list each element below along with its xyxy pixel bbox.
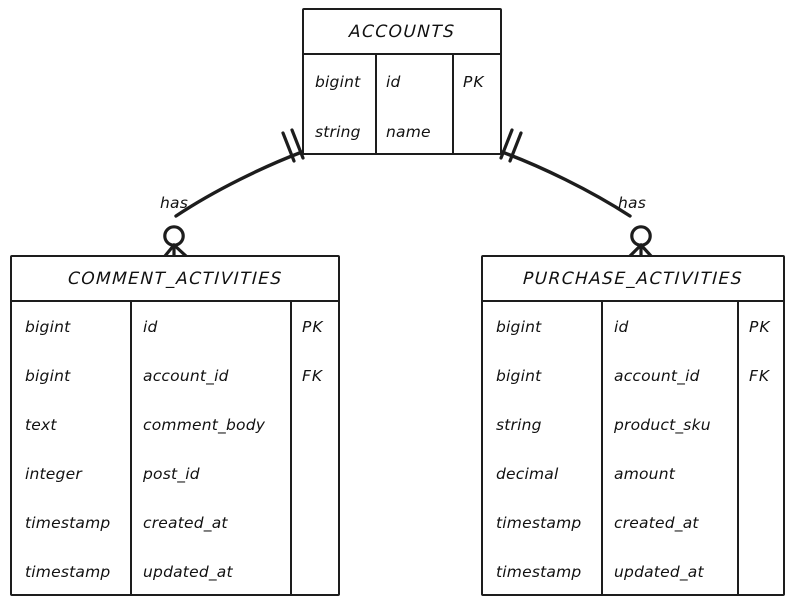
cell-name: name (386, 123, 431, 141)
cell-key: FK (302, 367, 324, 385)
cell-name: comment_body (143, 416, 266, 434)
relationship-label-right: has (618, 194, 646, 212)
cardinality-zero-or-many-right (628, 225, 653, 258)
column-divider-type-name (601, 302, 603, 594)
cell-name: id (143, 318, 158, 336)
entity-accounts[interactable]: ACCOUNTS bigint id PK string name (302, 8, 502, 155)
relationship-label-left: has (160, 194, 188, 212)
column-divider-name-key (737, 302, 739, 594)
cell-key: PK (302, 318, 324, 336)
entity-purchase-activities-title: PURCHASE_ACTIVITIES (522, 268, 744, 289)
entity-comment-activities-header: COMMENT_ACTIVITIES (12, 257, 338, 302)
cell-name: post_id (143, 465, 200, 483)
cardinality-zero-or-many-left (163, 225, 188, 258)
cell-type: bigint (25, 318, 71, 336)
column-divider-name-key (452, 55, 454, 153)
cell-name: created_at (614, 514, 699, 532)
cell-type: bigint (496, 318, 542, 336)
cell-type: integer (25, 465, 82, 483)
cell-name: account_id (143, 367, 229, 385)
cell-key: PK (463, 73, 485, 91)
cell-key: FK (749, 367, 771, 385)
cell-name: updated_at (614, 563, 704, 581)
cell-type: string (496, 416, 542, 434)
entity-accounts-header: ACCOUNTS (304, 10, 500, 55)
relationship-accounts-purchase-activities[interactable] (499, 128, 653, 258)
cell-type: decimal (496, 465, 559, 483)
cardinality-exactly-one-right (499, 128, 523, 163)
cell-type: bigint (315, 73, 361, 91)
cell-name: product_sku (614, 416, 711, 434)
cell-type: timestamp (496, 563, 582, 581)
relationship-line-left (174, 150, 304, 218)
relationship-accounts-comment-activities[interactable] (163, 128, 305, 258)
cell-type: string (315, 123, 361, 141)
entity-comment-activities-body: bigint id PK bigint account_id FK text c… (12, 302, 338, 594)
cell-type: text (25, 416, 57, 434)
entity-purchase-activities[interactable]: PURCHASE_ACTIVITIES bigint id PK bigint … (481, 255, 785, 596)
cell-name: updated_at (143, 563, 233, 581)
column-divider-type-name (375, 55, 377, 153)
cell-name: id (386, 73, 401, 91)
entity-purchase-activities-header: PURCHASE_ACTIVITIES (483, 257, 783, 302)
cell-type: bigint (496, 367, 542, 385)
relationship-line-right (500, 150, 632, 218)
cell-key: PK (749, 318, 771, 336)
entity-comment-activities-title: COMMENT_ACTIVITIES (67, 268, 283, 289)
cell-type: bigint (25, 367, 71, 385)
cell-name: created_at (143, 514, 228, 532)
cell-name: account_id (614, 367, 700, 385)
cell-name: id (614, 318, 629, 336)
cell-type: timestamp (496, 514, 582, 532)
cell-type: timestamp (25, 563, 111, 581)
column-divider-name-key (290, 302, 292, 594)
cell-name: amount (614, 465, 676, 483)
entity-purchase-activities-body: bigint id PK bigint account_id FK string… (483, 302, 783, 594)
entity-accounts-title: ACCOUNTS (348, 21, 456, 42)
cardinality-exactly-one-left (281, 128, 305, 163)
entity-comment-activities[interactable]: COMMENT_ACTIVITIES bigint id PK bigint a… (10, 255, 340, 596)
cell-type: timestamp (25, 514, 111, 532)
entity-accounts-body: bigint id PK string name (304, 55, 500, 153)
column-divider-type-name (130, 302, 132, 594)
